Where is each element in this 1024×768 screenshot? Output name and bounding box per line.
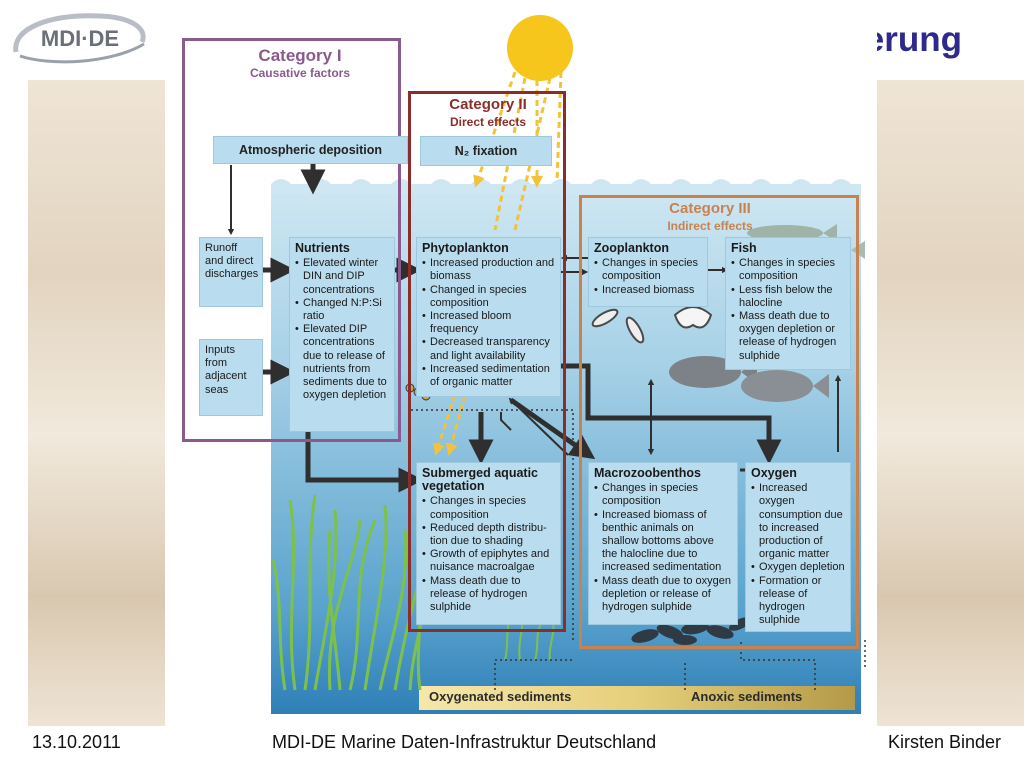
macrozoobenthos-title: Macrozoobenthos: [594, 466, 701, 480]
submerged-vegetation-item: Reduced depth distribu-tion due to shadi…: [422, 522, 555, 548]
zooplankton-title: Zooplankton: [594, 241, 669, 255]
submerged-vegetation-box: Submerged aquatic vegetation Changes in …: [416, 462, 561, 625]
mdi-de-logo: MDI·DE: [10, 8, 150, 68]
nutrients-item: Changed N:P:Si ratio: [295, 297, 389, 323]
oxygen-item: Oxygen depletion: [751, 561, 845, 574]
zooplankton-box: Zooplankton Changes in species compositi…: [588, 237, 708, 307]
category-1-frame: [182, 38, 401, 442]
category-3-title: Category III: [669, 200, 751, 217]
category-1-subtitle: Causative factors: [249, 66, 351, 80]
oxygen-box: Oxygen Increased oxygen consumption due …: [745, 462, 851, 632]
macrozoobenthos-box: Macrozoobenthos Changes in species compo…: [588, 462, 738, 625]
nutrients-box: Nutrients Elevated winter DIN and DIP co…: [289, 237, 395, 432]
submerged-vegetation-item: Mass death due to release of hydrogen su…: [422, 575, 555, 615]
logo-text: MDI·DE: [41, 26, 119, 51]
oxygen-item: Increased oxygen consumption due to incr…: [751, 482, 845, 561]
nutrients-title: Nutrients: [295, 241, 350, 255]
phytoplankton-item: Increased sedimentation of organic matte…: [422, 363, 555, 389]
category-1-title: Category I: [258, 46, 342, 65]
sun-icon: [507, 15, 573, 81]
runoff-label: Runoff and direct discharges: [205, 242, 259, 281]
atmospheric-deposition-label: Atmospheric deposition: [213, 136, 408, 164]
n2-fixation-label: N₂ fixation: [420, 136, 552, 166]
inputs-label: Inputs from adjacent seas: [205, 344, 247, 396]
fish-item: Less fish below the halocline: [731, 284, 845, 310]
inputs-box: Inputs from adjacent seas: [199, 339, 263, 416]
footer-date: 13.10.2011: [32, 732, 121, 752]
fish-box: Fish Changes in species composition Less…: [725, 237, 851, 370]
macrozoobenthos-item: Mass death due to oxygen depletion or re…: [594, 575, 732, 615]
macrozoobenthos-item: Changes in species composition: [594, 482, 732, 508]
sediment-bar: [419, 686, 855, 710]
fish-item: Mass death due to oxygen depletion or re…: [731, 310, 845, 363]
macrozoobenthos-item: Increased biomass of benthic animals on …: [594, 509, 732, 575]
phytoplankton-item: Increased bloom frequency: [422, 310, 555, 336]
phytoplankton-item: Decreased transparency and light availab…: [422, 336, 555, 362]
submerged-vegetation-item: Growth of epiphytes and nuisance macroal…: [422, 548, 555, 574]
category-2-subtitle: Direct effects: [449, 115, 527, 129]
water-surface-waves: [271, 179, 861, 194]
background-sand-left: [28, 80, 165, 726]
oxygen-item: Formation or release of hydrogen sulphid…: [751, 575, 845, 628]
category-3-subtitle: Indirect effects: [667, 219, 753, 233]
dotted-feedback-arrows: [411, 409, 866, 690]
phytoplankton-title: Phytoplankton: [422, 241, 509, 255]
nutrients-item: Elevated DIP concentrations due to relea…: [295, 323, 389, 402]
phytoplankton-item: Increased production and biomass: [422, 257, 555, 283]
zooplankton-item: Increased biomass: [594, 284, 702, 297]
oxygenated-sediments-label: Oxygenated sediments: [429, 689, 572, 704]
oxygen-title: Oxygen: [751, 466, 797, 480]
category-3-frame: [579, 195, 859, 649]
footer-organisation: MDI-DE Marine Daten-Infrastruktur Deutsc…: [272, 732, 657, 752]
thin-arrows: [500, 254, 842, 456]
runoff-box: Runoff and direct discharges: [199, 237, 263, 307]
category-2-title: Category II: [449, 96, 527, 113]
zooplankton-item: Changes in species composition: [594, 257, 702, 283]
submerged-vegetation-title: Submerged aquatic vegetation: [422, 466, 538, 494]
fish-title: Fish: [731, 241, 757, 255]
anoxic-sediments-label: Anoxic sediments: [691, 689, 803, 704]
submerged-vegetation-item: Changes in species composition: [422, 495, 555, 521]
zooplankton-icons: [591, 306, 713, 344]
phytoplankton-item: Changed in species composition: [422, 284, 555, 310]
footer-author: Kirsten Binder: [888, 732, 1002, 752]
phytoplankton-box: Phytoplankton Increased production and b…: [416, 237, 561, 397]
background-sand-right: [877, 80, 1024, 726]
fish-item: Changes in species composition: [731, 257, 845, 283]
eutrophication-diagram: Oxygenated sediments Anoxic sediments: [165, 0, 877, 722]
nutrients-item: Elevated winter DIN and DIP concentratio…: [295, 257, 389, 297]
category-2-frame: [408, 91, 566, 632]
